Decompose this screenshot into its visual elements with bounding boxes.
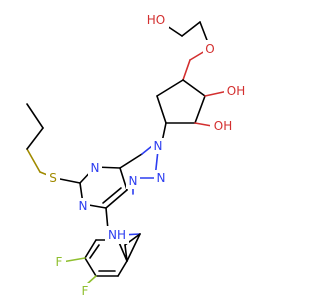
molecule-diagram: HO O OH OH S N N N N N NH F F	[26, 10, 250, 299]
triazole-nitrogen-label-2: N	[157, 171, 166, 185]
triazole-nitrogen-label-1: N	[154, 139, 163, 153]
fluorine-label-1: F	[82, 284, 89, 298]
hydroxyl-label-lower: OH	[214, 119, 232, 133]
hydroxyl-label-top: HO	[147, 13, 165, 27]
hydroxyl-label-upper: OH	[227, 84, 245, 98]
bond-layer	[26, 19, 229, 286]
amine-nitrogen-label: NH	[108, 228, 126, 242]
pyrimidine-nitrogen-label-left: N	[91, 161, 100, 175]
atom-labels: HO O OH OH S N N N N N NH F F	[46, 10, 250, 299]
pyrimidine-nitrogen-label-right: N	[79, 199, 88, 213]
sulfur-label: S	[49, 171, 57, 185]
ether-oxygen-label: O	[205, 42, 214, 56]
fluorine-label-2: F	[56, 255, 63, 269]
triazole-nitrogen-label-3: N	[129, 174, 138, 188]
